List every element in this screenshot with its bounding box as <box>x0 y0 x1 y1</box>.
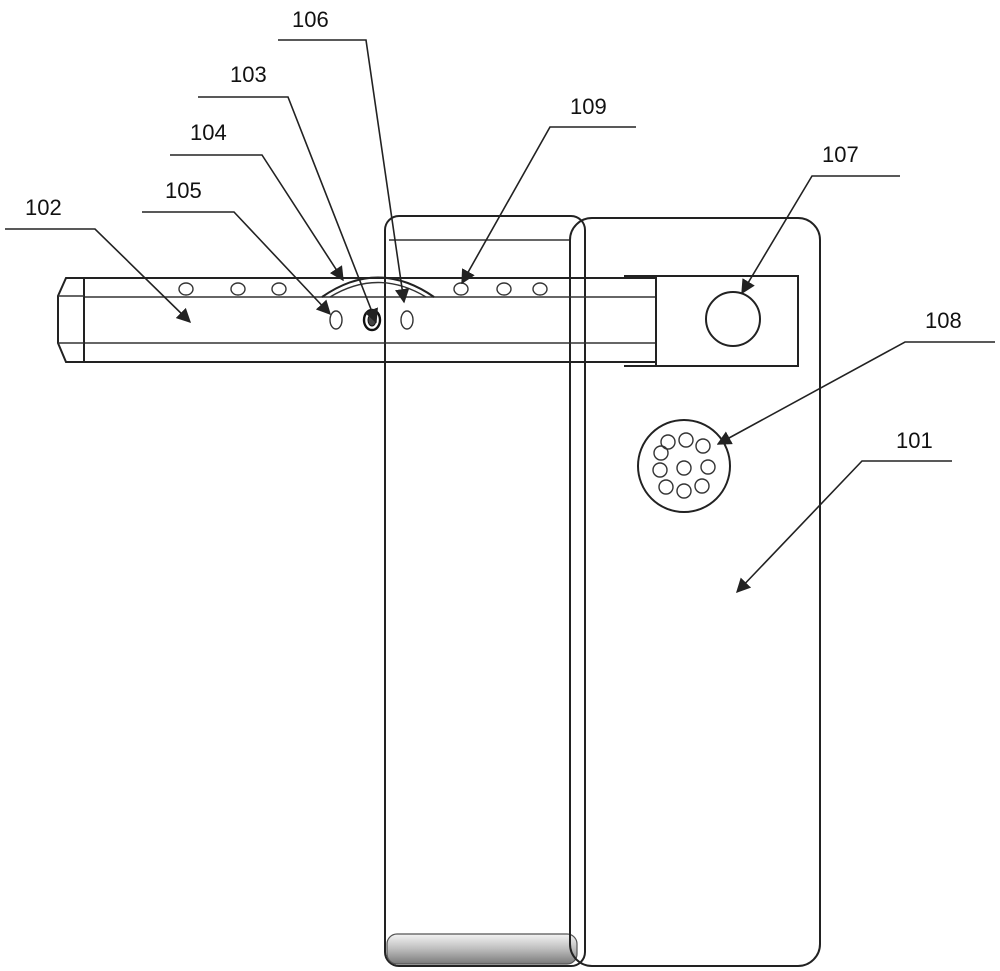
label-102: 102 <box>25 195 62 220</box>
leader-104 <box>170 154 344 282</box>
tube-hole <box>178 282 194 296</box>
label-105: 105 <box>165 178 202 203</box>
reference-labels: 106 103 104 105 102 109 107 108 101 <box>25 7 962 453</box>
leader-108 <box>716 341 995 445</box>
tube-hole <box>271 282 287 296</box>
leader-109 <box>461 126 636 285</box>
leader-lines <box>5 39 995 594</box>
label-103: 103 <box>230 62 267 87</box>
tube-hole <box>230 282 246 296</box>
tube-hole <box>453 282 469 296</box>
arc-cover <box>321 276 435 298</box>
side-hole-right <box>400 310 414 330</box>
side-hole-left <box>329 310 343 330</box>
label-108: 108 <box>925 308 962 333</box>
leader-106 <box>278 39 410 304</box>
rear-housing <box>384 215 586 967</box>
speaker-grille <box>637 419 731 513</box>
leader-105 <box>142 211 331 316</box>
main-body <box>569 217 821 967</box>
tube-tip <box>57 277 85 363</box>
button-circle <box>705 291 761 347</box>
label-101: 101 <box>896 428 933 453</box>
leader-103 <box>198 96 378 324</box>
leader-101 <box>736 460 952 594</box>
tube-hole <box>532 282 548 296</box>
tube <box>57 276 657 363</box>
leader-102 <box>5 228 192 324</box>
housing-base <box>386 933 578 965</box>
leader-107 <box>741 175 900 295</box>
connector-block <box>624 275 799 367</box>
label-104: 104 <box>190 120 227 145</box>
label-107: 107 <box>822 142 859 167</box>
label-109: 109 <box>570 94 607 119</box>
tube-hole <box>496 282 512 296</box>
label-106: 106 <box>292 7 329 32</box>
